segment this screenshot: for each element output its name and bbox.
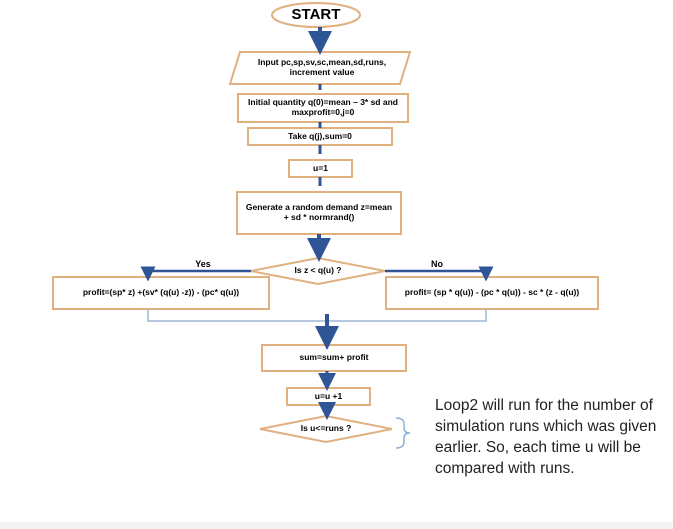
init-process-box bbox=[237, 93, 409, 123]
profit-yes-box bbox=[52, 276, 270, 310]
annotation-brace bbox=[395, 417, 411, 449]
decision2-label: Is u<=runs ? bbox=[300, 423, 352, 434]
merge-connector-line bbox=[147, 309, 487, 322]
sum-label: sum=sum+ profit bbox=[299, 352, 369, 363]
arrow-yes-branch bbox=[140, 266, 251, 282]
loop-annotation-text: Loop2 will run for the number of simulat… bbox=[435, 397, 657, 477]
no-branch-label: No bbox=[431, 258, 443, 269]
arrow-no-branch bbox=[385, 266, 494, 282]
decision2-diamond bbox=[259, 414, 393, 444]
u-inc-label: u=u +1 bbox=[314, 390, 343, 401]
profit-no-box bbox=[385, 276, 599, 310]
take-label: Take q(j),sum=0 bbox=[288, 130, 352, 141]
profit-no-label: profit= (sp * q(u)) - (pc * q(u)) - sc *… bbox=[404, 287, 580, 298]
profit-yes-label: profit=(sp* z) +(sv* (q(u) -z)) - (pc* q… bbox=[82, 287, 240, 298]
generate-label: Generate a random demand z=mean + sd * n… bbox=[245, 202, 393, 222]
bottom-strip bbox=[0, 522, 673, 529]
input-parallelogram bbox=[228, 51, 412, 85]
start-terminal bbox=[271, 2, 361, 28]
u-init-label: u=1 bbox=[313, 162, 328, 173]
input-label: Input pc,sp,sv,sc,mean,sd,runs, incremen… bbox=[257, 57, 387, 77]
yes-branch-label: Yes bbox=[195, 258, 211, 269]
start-label: START bbox=[291, 6, 341, 24]
decision1-label: Is z < q(u) ? bbox=[294, 265, 342, 276]
init-label: Initial quantity q(0)=mean – 3* sd and m… bbox=[248, 97, 398, 117]
